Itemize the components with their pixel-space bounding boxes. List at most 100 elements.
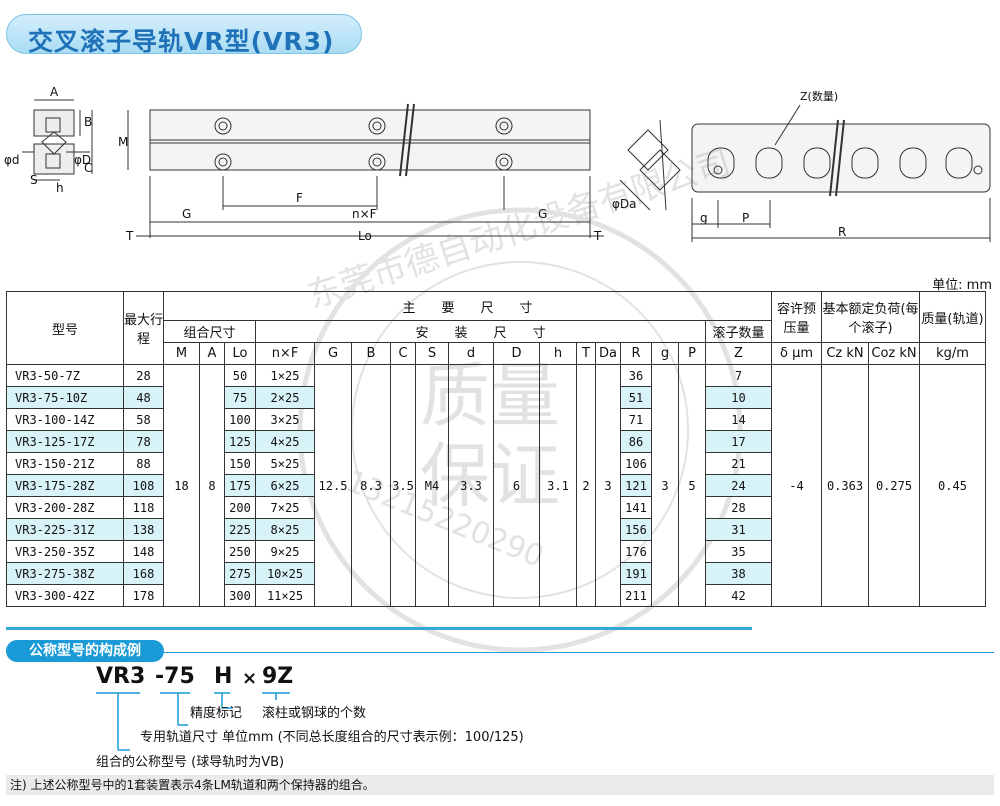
cell-lo: 300 [224, 584, 256, 607]
cell-model: VR3-300-42Z [6, 584, 124, 607]
cell-z: 14 [705, 408, 772, 431]
example-section-rule [164, 652, 994, 653]
example-part-times: × [242, 668, 258, 689]
cell-mass: 0.45 [919, 364, 986, 607]
cell-r: 86 [620, 430, 652, 453]
example-desc-model: 组合的公称型号 (球导轨时为VB) [96, 755, 285, 770]
header-model: 型号 [6, 291, 124, 365]
cell-g: 12.5 [314, 364, 352, 607]
dim-label-c: C [84, 161, 92, 175]
cell-r: 71 [620, 408, 652, 431]
cell-nf: 11×25 [255, 584, 315, 607]
cell-model: VR3-75-10Z [6, 386, 124, 409]
unit-label: 单位: mm [932, 278, 992, 293]
cell-s: M4 [415, 364, 449, 607]
header-stroke: 最大行程 [123, 291, 164, 365]
cell-z: 35 [705, 540, 772, 563]
cell-model: VR3-100-14Z [6, 408, 124, 431]
cell-r: 191 [620, 562, 652, 585]
cell-nf: 2×25 [255, 386, 315, 409]
cell-d: 6 [493, 364, 540, 607]
header-main-dims: 主 要 尺 寸 [163, 291, 772, 321]
example-desc-rollers: 滚柱或钢球的个数 [262, 706, 367, 721]
page-title: 交叉滚子导轨VR型(VR3) [28, 27, 335, 56]
dim-label-f: F [296, 191, 303, 205]
footnote: 注) 上述公称型号中的1套装置表示4条LM轨道和两个保持器的组合。 [6, 775, 994, 795]
cell-stroke: 108 [123, 474, 164, 497]
cell-stroke: 178 [123, 584, 164, 607]
cell-stroke: 48 [123, 386, 164, 409]
cell-da: 3 [595, 364, 621, 607]
dim-label-g-left: G [182, 207, 191, 221]
cell-b: 8.3 [351, 364, 391, 607]
cell-model: VR3-175-28Z [6, 474, 124, 497]
example-part-series: VR3 [96, 664, 146, 689]
cell-stroke: 118 [123, 496, 164, 519]
cell-coz: 0.275 [868, 364, 920, 607]
dim-label-t-left: T [125, 229, 134, 243]
dim-label-z-count: Z(数量) [800, 90, 838, 103]
dim-label-p: P [742, 211, 749, 225]
table-bottom-rule [6, 627, 752, 630]
col-header-coz: Coz kN [868, 342, 920, 365]
dim-label-nf: n×F [352, 207, 377, 221]
cell-r: 141 [620, 496, 652, 519]
dim-label-m: M [118, 135, 128, 149]
dim-label-s: S [30, 173, 38, 187]
cell-z: 17 [705, 430, 772, 453]
cell-model: VR3-225-31Z [6, 518, 124, 541]
cell-z: 42 [705, 584, 772, 607]
cell-stroke: 78 [123, 430, 164, 453]
example-section-label: 公称型号的构成例 [6, 640, 164, 662]
example-part-precision: H [214, 664, 233, 689]
cell-d: 3.3 [448, 364, 494, 607]
example-desc-rail: 专用轨道尺寸 单位mm (不同总长度组合的尺寸表示例：100/125) [140, 730, 524, 745]
example-desc-precision: 精度标记 [190, 706, 243, 721]
spec-table: 型号 最大行程 主 要 尺 寸 容许预压量 基本额定负荷(每个滚子) 质量(轨道… [6, 291, 986, 607]
header-rollers: 滚子数量 [705, 320, 772, 343]
col-header-delta: δ μm [771, 342, 822, 365]
dim-label-d-small: φd [4, 153, 20, 167]
cell-z: 28 [705, 496, 772, 519]
dim-label-da: φDa [612, 197, 637, 211]
example-part-length: -75 [155, 664, 195, 689]
cell-nf: 8×25 [255, 518, 315, 541]
title-banner [6, 14, 362, 54]
cell-lo: 225 [224, 518, 256, 541]
cell-z: 38 [705, 562, 772, 585]
dim-label-t-right: T [593, 229, 602, 243]
technical-drawing: A B M φd φD C S h F n×F G G Lo T T Z(数量)… [4, 85, 991, 243]
dim-label-lo: Lo [358, 229, 372, 243]
cell-delta: -4 [771, 364, 822, 607]
dim-label-d-large: φD [74, 153, 91, 167]
example-part-rollers: 9Z [262, 664, 294, 689]
cell-model: VR3-275-38Z [6, 562, 124, 585]
dim-label-g-small: g [700, 211, 708, 225]
cell-model: VR3-200-28Z [6, 496, 124, 519]
dim-label-a: A [50, 85, 59, 99]
cell-m: 18 [163, 364, 200, 607]
cell-lo: 175 [224, 474, 256, 497]
header-mass: 质量(轨道) [919, 291, 986, 343]
cell-r: 156 [620, 518, 652, 541]
dim-label-g-right: G [538, 207, 547, 221]
cell-stroke: 88 [123, 452, 164, 475]
cell-nf: 6×25 [255, 474, 315, 497]
dim-label-r: R [838, 225, 846, 239]
dim-label-h: h [56, 181, 64, 195]
cell-r: 51 [620, 386, 652, 409]
cell-r: 121 [620, 474, 652, 497]
cell-stroke: 168 [123, 562, 164, 585]
cell-lo: 250 [224, 540, 256, 563]
cell-r: 211 [620, 584, 652, 607]
